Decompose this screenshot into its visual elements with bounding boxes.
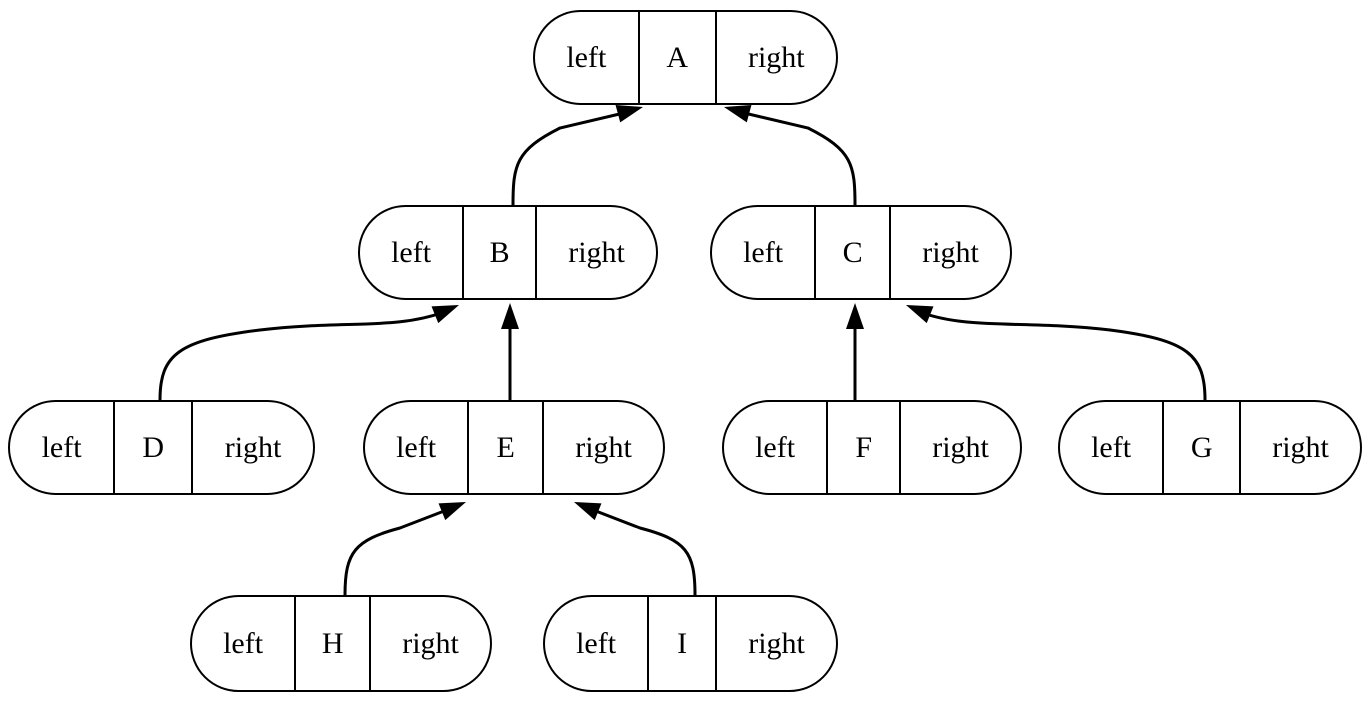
node-g-right-field: right [1272,430,1329,464]
node-i-left-field: left [576,626,617,660]
node-e-label: E [467,402,545,493]
node-i-right-field: right [748,626,805,660]
node-d-right-field: right [224,430,282,464]
node-d-left-field: left [41,430,82,464]
node-c-right-field: right [922,235,979,269]
node-e-right-field: right [575,430,632,464]
arrowhead-icon [574,502,602,521]
edge-path [511,110,629,206]
node-h-right-field: right [402,626,459,660]
edge-path [343,506,453,596]
node-f-left-field: left [755,430,796,464]
edge-e-to-b [501,303,519,400]
node-a-left-field: left [566,40,607,74]
edge-path [158,310,445,401]
edge-b-to-a [511,105,643,206]
arrowhead-icon [431,305,459,324]
node-h-left-field: left [223,626,264,660]
node-b-left-field: left [391,235,432,269]
node-h-label: H [294,597,372,690]
edge-h-to-e [343,502,466,596]
arrowhead-icon [438,502,466,521]
edge-path [739,110,857,206]
arrowhead-icon [906,305,934,324]
node-a-right-field: right [747,40,805,74]
node-f-right-field: right [932,430,989,464]
node-b-right-field: right [568,235,625,269]
node-g-left-field: left [1091,430,1132,464]
arrowhead-icon [501,303,519,329]
edge-i-to-e [574,502,697,596]
node-b-label: B [462,207,538,298]
edge-path [919,310,1207,401]
edge-path [587,506,697,596]
edge-g-to-c [906,305,1207,401]
node-i-label: I [647,597,718,690]
node-c-left-field: left [743,235,784,269]
node-g-label: G [1162,402,1242,493]
edge-d-to-b [158,305,459,401]
arrowhead-icon [846,303,864,329]
edge-c-to-a [724,105,857,206]
node-a-label: A [637,12,717,103]
node-c-label: C [814,207,892,298]
edge-f-to-c [846,303,864,400]
node-e-left-field: left [396,430,437,464]
node-d-label: D [113,402,194,493]
node-f-label: F [826,402,902,493]
